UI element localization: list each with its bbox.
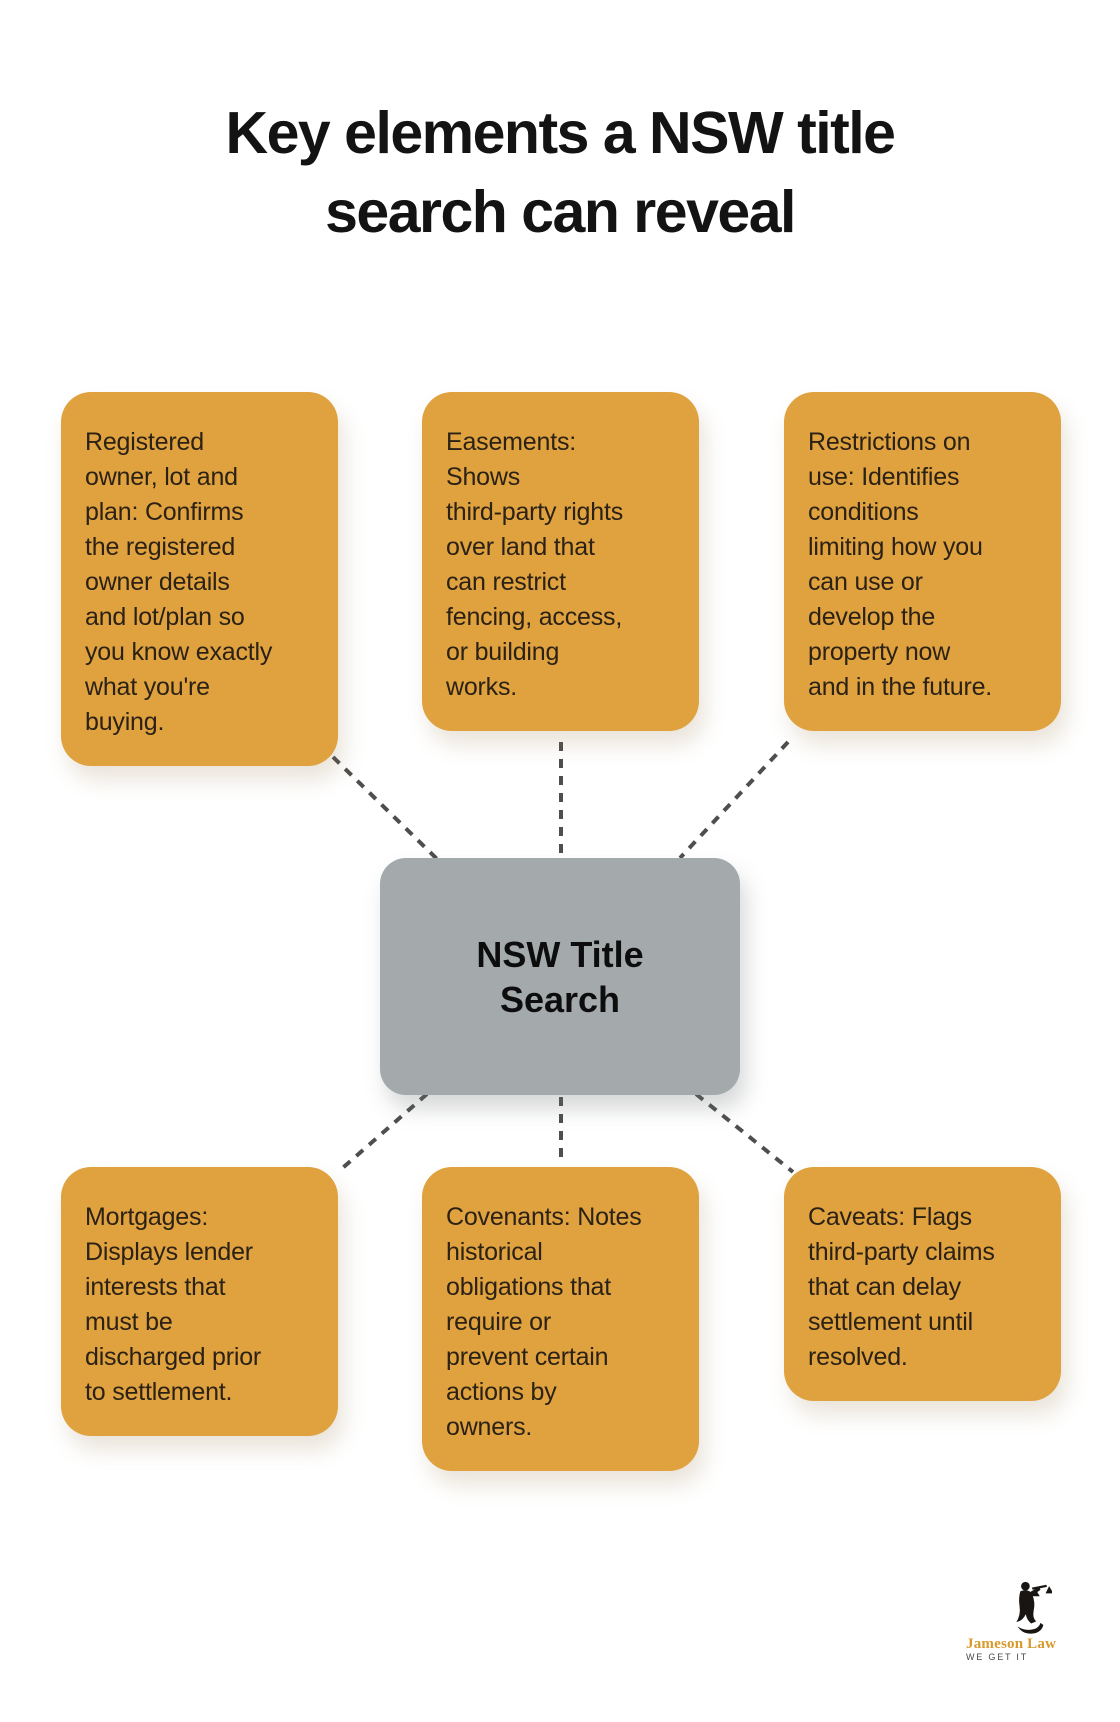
- brand-logo: Jameson Law WE GET IT: [966, 1580, 1070, 1663]
- connector-top-right: [678, 740, 790, 860]
- node-registered-owner: Registered owner, lot and plan: Confirms…: [61, 392, 338, 766]
- center-node-nsw-title-search: NSW Title Search: [380, 858, 740, 1095]
- brand-tagline: WE GET IT: [966, 1652, 1029, 1662]
- connector-top-left: [331, 755, 440, 862]
- connector-bottom-right: [694, 1092, 795, 1174]
- brand-name: Jameson Law: [966, 1636, 1057, 1652]
- node-caveats: Caveats: Flags third-party claims that c…: [784, 1167, 1061, 1401]
- connector-bottom-left: [336, 1092, 429, 1174]
- node-easements: Easements: Shows third-party rights over…: [422, 392, 699, 731]
- page-title: Key elements a NSW title search can reve…: [225, 100, 896, 245]
- node-restrictions-on-use: Restrictions on use: Identifies conditio…: [784, 392, 1061, 731]
- node-covenants: Covenants: Notes historical obligations …: [422, 1167, 699, 1471]
- node-mortgages: Mortgages: Displays lender interests tha…: [61, 1167, 338, 1436]
- scales-of-justice-icon: [1016, 1581, 1052, 1634]
